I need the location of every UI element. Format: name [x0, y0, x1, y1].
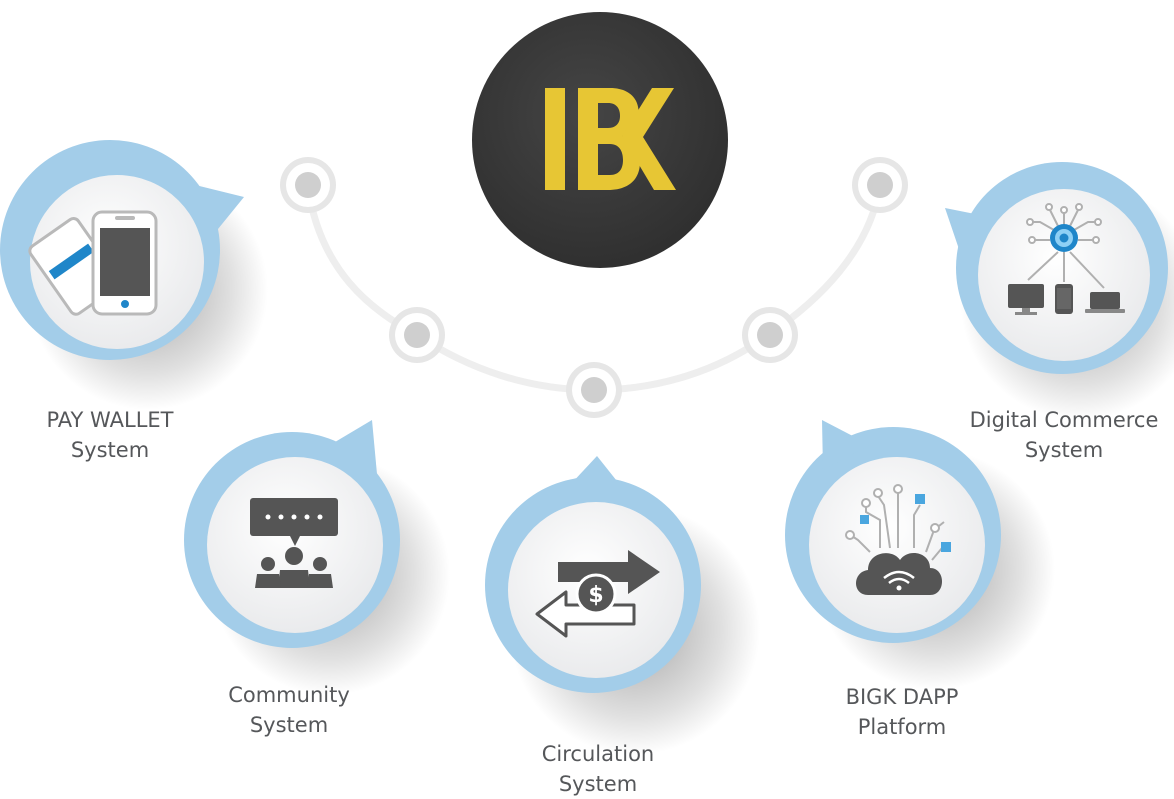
module-pay-wallet	[0, 140, 268, 410]
dollar-exchange-icon: $	[535, 550, 660, 638]
label-community: Community System	[228, 683, 350, 737]
connector-node	[742, 307, 798, 363]
device-network-icon	[1008, 203, 1125, 315]
label-dapp: BIGK DAPP Platform	[845, 685, 959, 739]
module-dapp	[785, 420, 1055, 690]
module-community	[184, 420, 450, 695]
connector-node	[280, 157, 336, 213]
community-chat-icon	[250, 498, 338, 588]
connector-node	[389, 307, 445, 363]
connector-node	[852, 157, 908, 213]
phone-card-icon	[28, 210, 158, 316]
brand-logo	[472, 12, 728, 268]
module-commerce	[945, 162, 1174, 420]
connector-node	[566, 362, 622, 418]
label-pay-wallet: PAY WALLET System	[46, 408, 174, 462]
svg-text:$: $	[588, 583, 603, 608]
cloud-network-icon	[845, 484, 951, 595]
module-circulation: $	[485, 456, 760, 755]
label-commerce: Digital Commerce System	[969, 408, 1159, 462]
label-circulation: Circulation System	[541, 742, 655, 796]
